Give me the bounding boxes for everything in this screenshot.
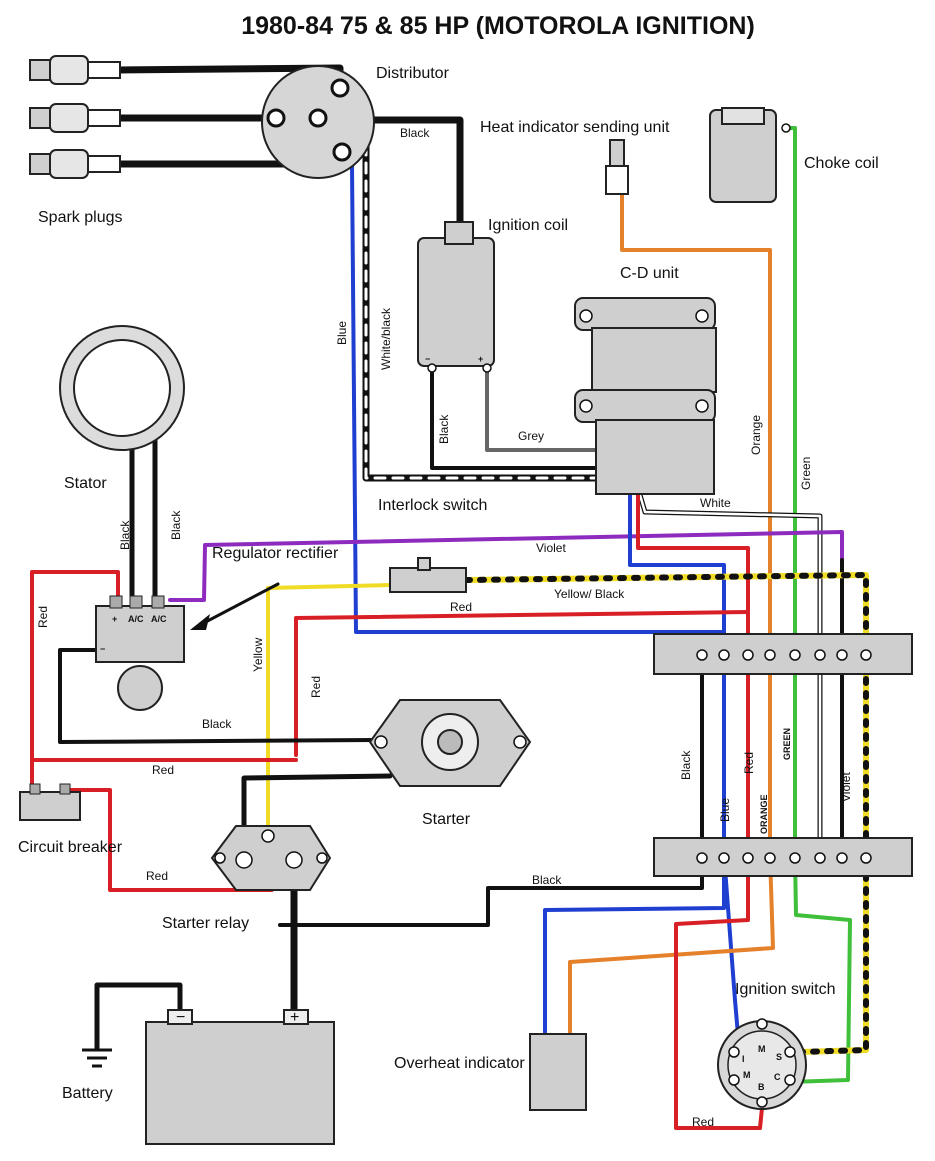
wire-label-black-harness: Black <box>532 873 562 887</box>
switch-i-label: I <box>742 1054 745 1064</box>
distributor <box>261 65 375 179</box>
wire-label-black-coil: Black <box>437 414 451 444</box>
ignition-coil: − + <box>417 221 495 373</box>
distributor-label: Distributor <box>376 65 450 82</box>
wire-labels: Black Blue White/black Grey Black Orange… <box>36 126 853 1129</box>
switch-c-label: C <box>774 1072 781 1082</box>
starter-relay-label: Starter relay <box>162 915 249 932</box>
wiring <box>30 64 869 1130</box>
wire-label-green: Green <box>799 457 813 490</box>
choke-coil <box>709 107 791 203</box>
regulator-rectifier-label: Regulator rectifier <box>212 545 339 562</box>
interlock-switch-label: Interlock switch <box>378 497 487 514</box>
reg-pos-label: + <box>112 614 117 624</box>
wire-label-black-distributor: Black <box>400 126 430 140</box>
component-labels: Distributor Spark plugs Heat indicator s… <box>18 65 879 1102</box>
wire-label-orange-strip: ORANGE <box>759 794 769 834</box>
wire-label-white: White <box>700 496 731 510</box>
wire-label-violet: Violet <box>536 541 566 555</box>
battery-positive-label: + <box>290 1009 299 1026</box>
switch-m2-label: M <box>743 1070 751 1080</box>
spark-plug-3 <box>29 149 121 179</box>
wire-label-black-strip: Black <box>679 750 693 780</box>
ignition-coil-label: Ignition coil <box>488 217 568 234</box>
ground-icon <box>82 1048 112 1068</box>
wire-label-red-regulator: Red <box>152 763 174 777</box>
spark-plug-2 <box>29 103 121 133</box>
wire-label-red-strip: Red <box>742 752 756 774</box>
heat-sender-label: Heat indicator sending unit <box>480 119 670 136</box>
battery: − + <box>145 1009 335 1145</box>
spark-plugs-label: Spark plugs <box>38 209 123 226</box>
wire-label-red-top: Red <box>450 600 472 614</box>
wire-label-red-left: Red <box>36 606 50 628</box>
reg-neg-label: − <box>100 644 105 654</box>
wire-label-stator-black-2: Black <box>169 510 183 540</box>
ignition-switch-label: Ignition switch <box>735 981 836 998</box>
wire-label-white-black: White/black <box>379 307 393 370</box>
cd-unit <box>574 297 717 495</box>
switch-b-label: B <box>758 1082 765 1092</box>
terminal-strip-upper <box>653 633 913 675</box>
reg-ac1-label: A/C <box>128 614 144 624</box>
wire-label-yellow-black: Yellow/ Black <box>554 587 625 601</box>
wire-label-blue-strip: Blue <box>718 798 732 822</box>
coil-negative-label: − <box>425 354 430 364</box>
wire-label-blue: Blue <box>335 321 349 345</box>
diagram-title: 1980-84 75 & 85 HP (MOTOROLA IGNITION) <box>241 12 755 40</box>
switch-m1-label: M <box>758 1044 766 1054</box>
switch-s-label: S <box>776 1052 782 1062</box>
wire-label-red-relay: Red <box>146 869 168 883</box>
circuit-breaker <box>19 783 81 821</box>
overheat-indicator <box>529 1033 587 1111</box>
battery-negative-label: − <box>176 1009 185 1026</box>
wire-label-violet-strip: Violet <box>839 772 853 802</box>
cd-unit-label: C-D unit <box>620 265 679 282</box>
interlock-switch <box>389 557 467 593</box>
regulator-rectifier: + A/C A/C − <box>95 595 185 711</box>
wire-label-grey: Grey <box>518 429 544 443</box>
starter <box>368 699 532 787</box>
stator <box>59 325 185 451</box>
wire-label-black-regulator: Black <box>202 717 232 731</box>
heat-indicator-sending-unit <box>605 139 629 195</box>
wire-label-red-mid: Red <box>309 676 323 698</box>
wire-label-red-bottom: Red <box>692 1115 714 1129</box>
spark-plug-1 <box>29 55 121 85</box>
reg-ac2-label: A/C <box>151 614 167 624</box>
starter-label: Starter <box>422 811 471 828</box>
coil-positive-label: + <box>478 354 483 364</box>
wire-label-green-strip: GREEN <box>782 728 792 760</box>
terminal-strip-lower <box>653 837 913 877</box>
wire-label-stator-black-1: Black <box>118 520 132 550</box>
circuit-breaker-label: Circuit breaker <box>18 839 123 856</box>
battery-label: Battery <box>62 1085 113 1102</box>
overheat-indicator-label: Overheat indicator <box>394 1055 525 1072</box>
stator-label: Stator <box>64 475 107 492</box>
wire-label-orange: Orange <box>749 415 763 455</box>
wire-label-yellow: Yellow <box>251 637 265 672</box>
choke-coil-label: Choke coil <box>804 155 879 172</box>
ignition-switch: M S I M B C <box>717 1018 807 1110</box>
starter-relay <box>210 825 332 891</box>
